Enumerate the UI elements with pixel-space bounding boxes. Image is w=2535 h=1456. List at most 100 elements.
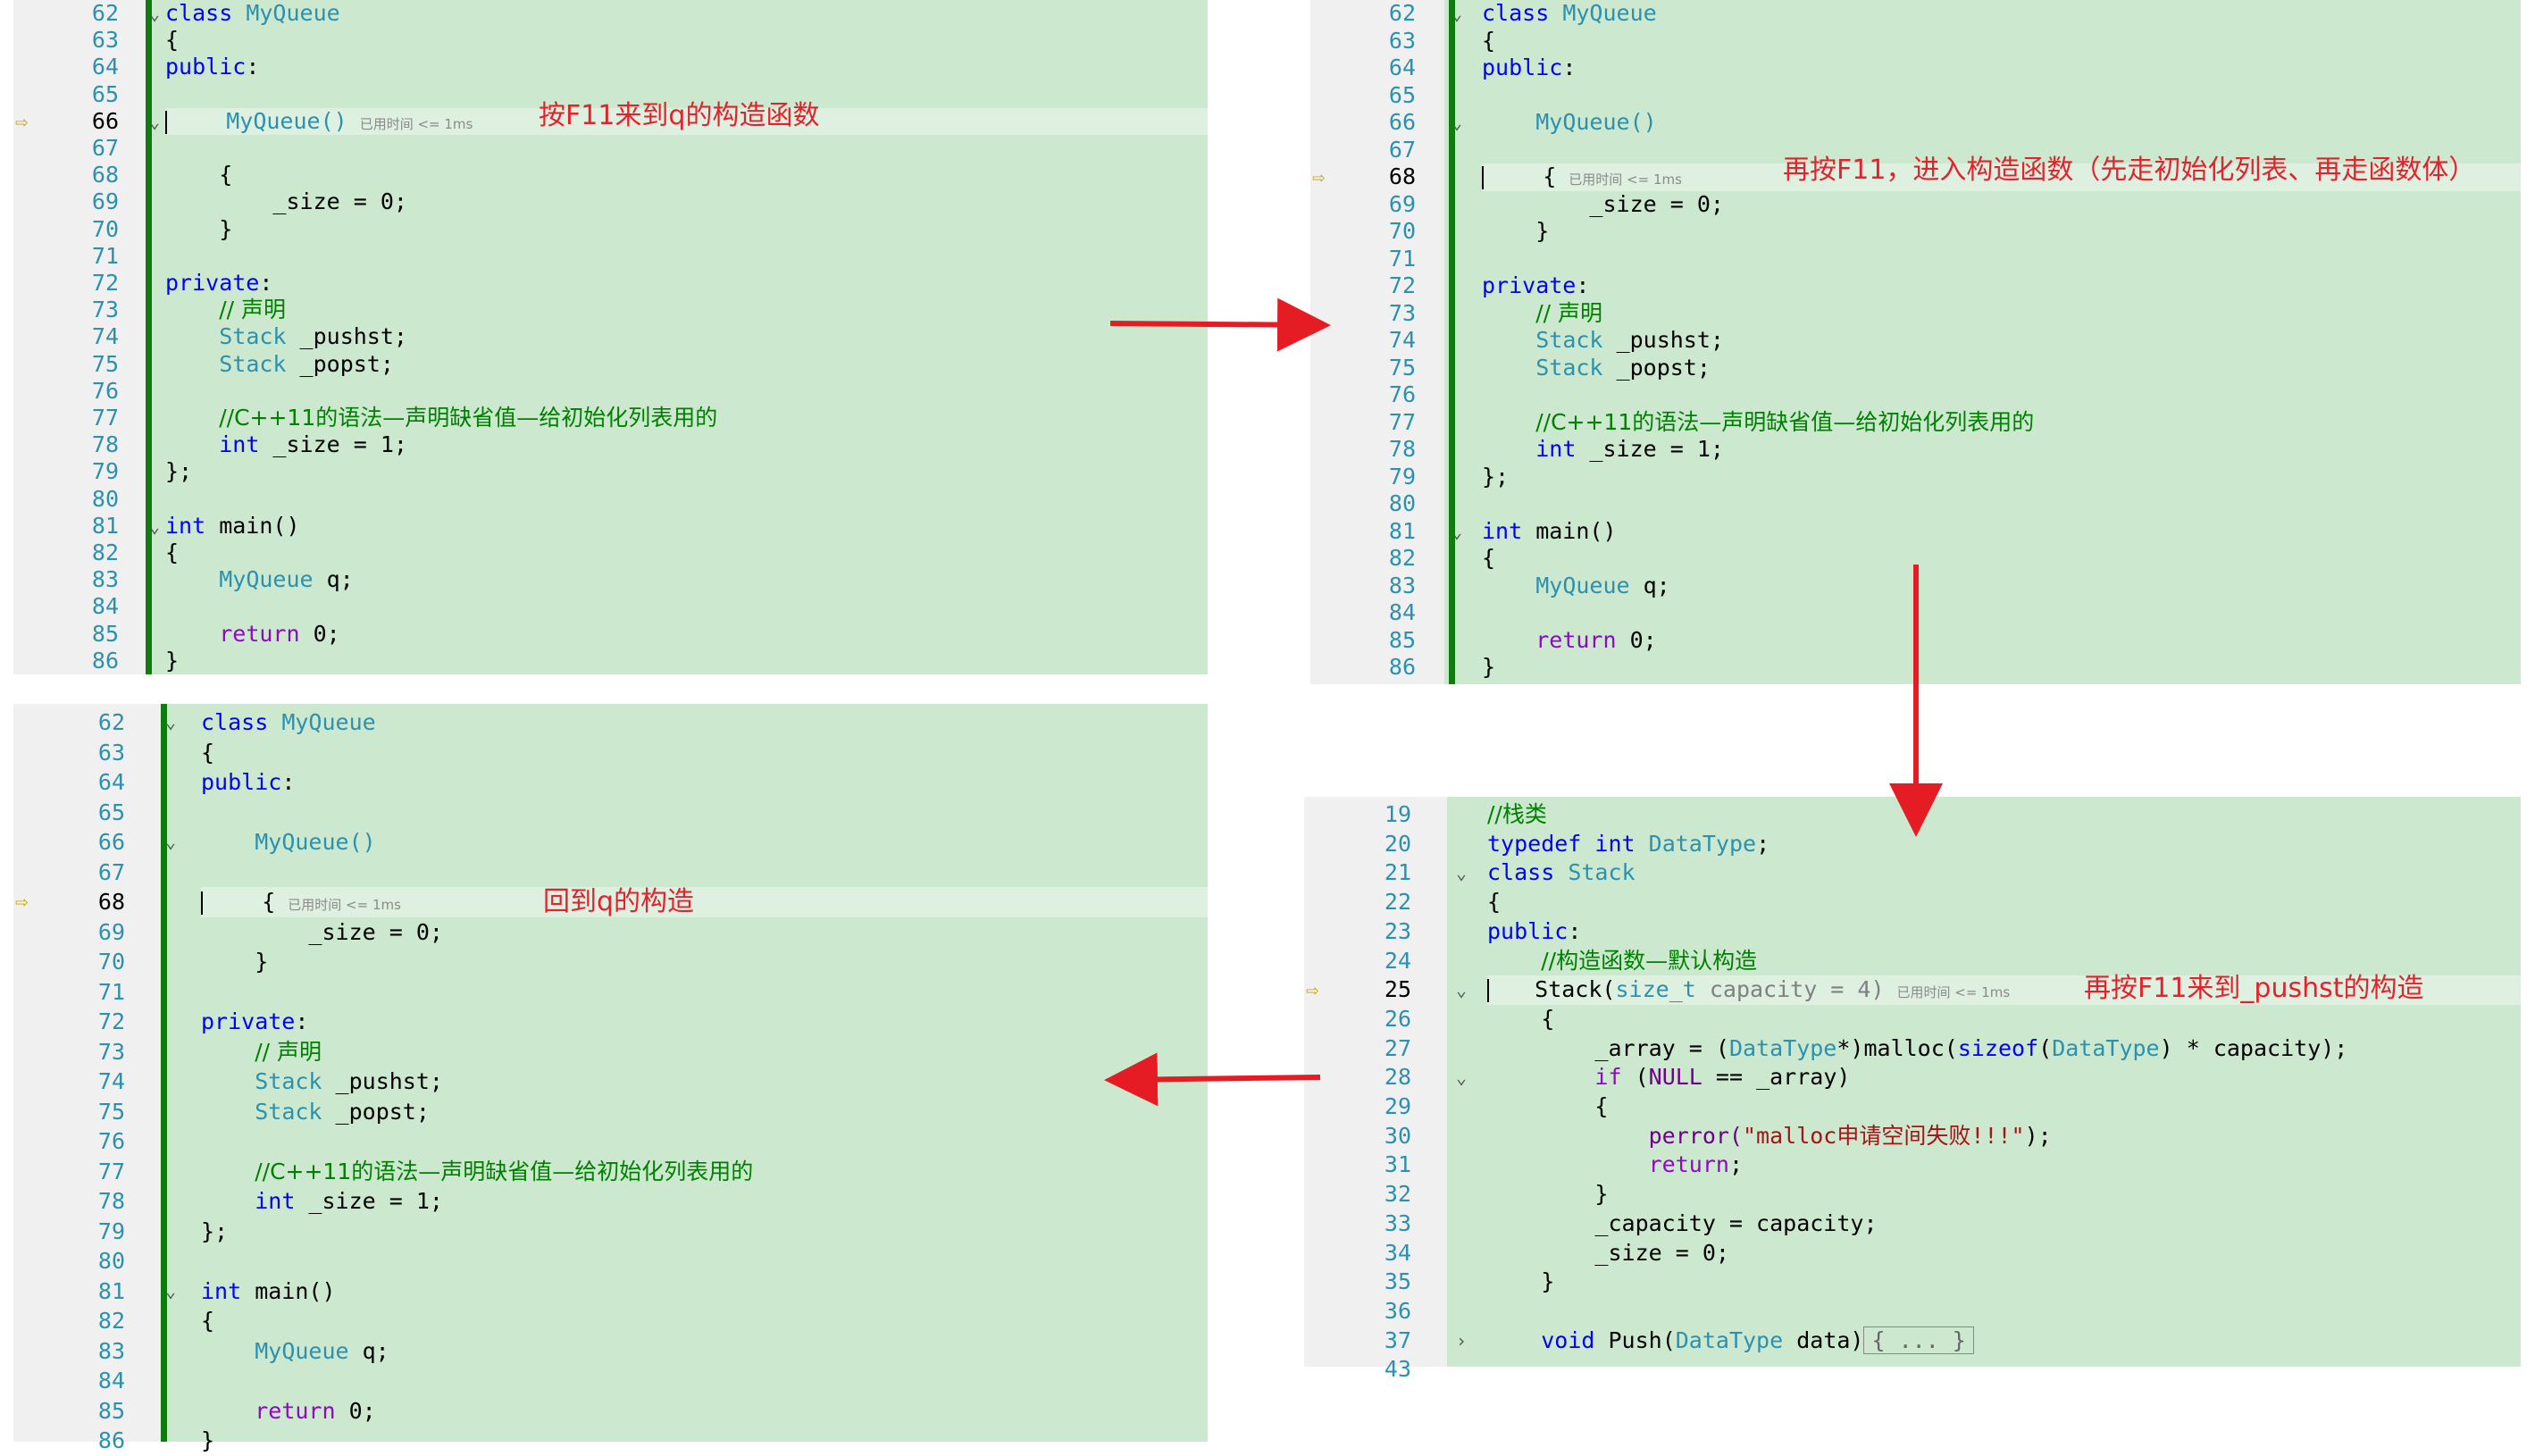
code-token: } <box>219 215 233 242</box>
line-number: 63 <box>1388 27 1416 54</box>
gutter-row: 64 <box>13 767 161 798</box>
code-line: class Stack <box>1487 858 2521 888</box>
change-tracking-bar <box>161 704 167 1442</box>
line-number: 85 <box>91 620 119 647</box>
code-token: _size = 0; <box>1594 1239 1729 1266</box>
gutter-row: 72 <box>1310 272 1444 300</box>
collapse-chevron-icon[interactable]: ⌄ <box>1456 979 1468 1001</box>
code-line: private: <box>1482 272 2521 300</box>
line-number: 75 <box>1388 354 1416 381</box>
line-number: 78 <box>97 1188 125 1214</box>
code-token: int <box>1535 436 1577 462</box>
gutter-row: 36 <box>1304 1297 1447 1326</box>
code-line: if (NULL == _array) <box>1487 1063 2521 1092</box>
collapse-chevron-icon[interactable]: ⌄ <box>165 711 177 732</box>
line-number: 64 <box>97 769 125 795</box>
code-token: } <box>165 647 180 674</box>
code-line: int main() <box>165 513 1208 540</box>
collapse-chevron-icon[interactable]: ⌄ <box>1456 1067 1468 1089</box>
line-number: 72 <box>1388 272 1416 298</box>
code-line: return; <box>1487 1151 2521 1180</box>
gutter-row: 82 <box>13 1306 161 1336</box>
line-number: 75 <box>97 1098 125 1125</box>
gutter-row: 35 <box>1304 1268 1447 1297</box>
code-line: public: <box>1487 917 2521 947</box>
gutter-row: 71 <box>13 977 161 1008</box>
collapse-chevron-icon[interactable]: ⌄ <box>149 3 161 24</box>
line-number: 63 <box>97 739 125 766</box>
annotation-note-step1: 按F11来到q的构造函数 <box>539 100 820 131</box>
code-token: { <box>201 1308 215 1334</box>
code-token: Stack <box>1568 859 1636 886</box>
gutter-row: 72 <box>13 1007 161 1037</box>
code-line: int _size = 1; <box>201 1186 1208 1217</box>
code-token: ; <box>1728 1151 1743 1178</box>
line-number: 67 <box>97 858 125 885</box>
gutter-row: 76 <box>1310 381 1444 409</box>
gutter-row: 73 <box>1310 300 1444 328</box>
text-caret <box>1482 166 1484 189</box>
code-token: private <box>1482 272 1577 298</box>
line-number: 68 <box>97 889 125 915</box>
code-token: _size = 1; <box>259 431 407 458</box>
line-number: 34 <box>1384 1239 1411 1266</box>
current-code-line: Stack(size_t capacity = 4)已用时间 <= 1ms <box>1487 975 2521 1005</box>
code-token: }; <box>165 458 193 485</box>
code-token: : <box>1568 917 1582 944</box>
code-token: } <box>201 1427 215 1453</box>
collapse-chevron-icon[interactable]: ⌄ <box>149 515 161 537</box>
collapse-chevron-icon[interactable]: ⌄ <box>165 831 177 852</box>
code-line: { <box>201 1306 1208 1336</box>
code-token: } <box>1594 1181 1609 1208</box>
code-line: Stack _popst; <box>201 1097 1208 1127</box>
code-line: _size = 0; <box>1482 191 2521 219</box>
line-number: 85 <box>1388 626 1416 653</box>
line-number: 71 <box>1388 245 1416 272</box>
line-number: 62 <box>1388 0 1416 26</box>
line-number: 80 <box>91 485 119 512</box>
collapse-chevron-icon[interactable]: ⌄ <box>1456 862 1468 884</box>
code-token: private <box>201 1008 296 1034</box>
code-token: // 声明 <box>1535 299 1603 326</box>
line-number: 82 <box>97 1308 125 1334</box>
code-token: //C++11的语法—声明缺省值—给初始化列表用的 <box>255 1158 754 1184</box>
code-line: { <box>165 27 1208 54</box>
code-line: private: <box>165 270 1208 297</box>
code-token: DataType <box>1728 1034 1837 1061</box>
gutter-row: 68 <box>13 162 147 188</box>
code-token: }; <box>201 1218 229 1244</box>
collapse-chevron-icon[interactable]: ⌄ <box>149 110 161 132</box>
gutter-row: 43 <box>1304 1355 1447 1385</box>
line-number: 67 <box>91 135 119 161</box>
code-line: public: <box>165 54 1208 80</box>
line-number: 74 <box>91 323 119 350</box>
gutter-row: 26 <box>1304 1005 1447 1034</box>
gutter-row: 77 <box>13 1157 161 1187</box>
code-token: q; <box>313 566 354 593</box>
collapsed-region[interactable]: { ... } <box>1863 1326 1974 1354</box>
line-number: 74 <box>97 1068 125 1094</box>
expand-chevron-icon[interactable]: › <box>1456 1329 1468 1351</box>
gutter-row: 77 <box>13 405 147 431</box>
gutter-row: 85 <box>13 1396 161 1427</box>
gutter-row: 76 <box>13 378 147 405</box>
gutter-row: 67 <box>13 858 161 888</box>
code-token: : <box>281 769 296 795</box>
code-token: int <box>219 431 260 458</box>
code-line: MyQueue() <box>201 827 1208 858</box>
code-token: Stack <box>255 1068 322 1094</box>
code-token: }; <box>1482 463 1510 490</box>
gutter-row: 81⌄ <box>13 1276 176 1307</box>
collapse-chevron-icon[interactable]: ⌄ <box>165 1279 177 1301</box>
current-code-line: {已用时间 <= 1ms <box>1482 163 2521 191</box>
code-line: } <box>201 1426 1208 1456</box>
code-line: int _size = 1; <box>165 431 1208 458</box>
code-token: size_t <box>1615 976 1696 1003</box>
current-code-line: MyQueue()已用时间 <= 1ms <box>165 107 1208 135</box>
gutter-row: 69 <box>1310 191 1444 219</box>
code-token: 0; <box>299 620 340 647</box>
code-line: }; <box>201 1217 1208 1247</box>
code-token: { <box>1482 545 1496 571</box>
